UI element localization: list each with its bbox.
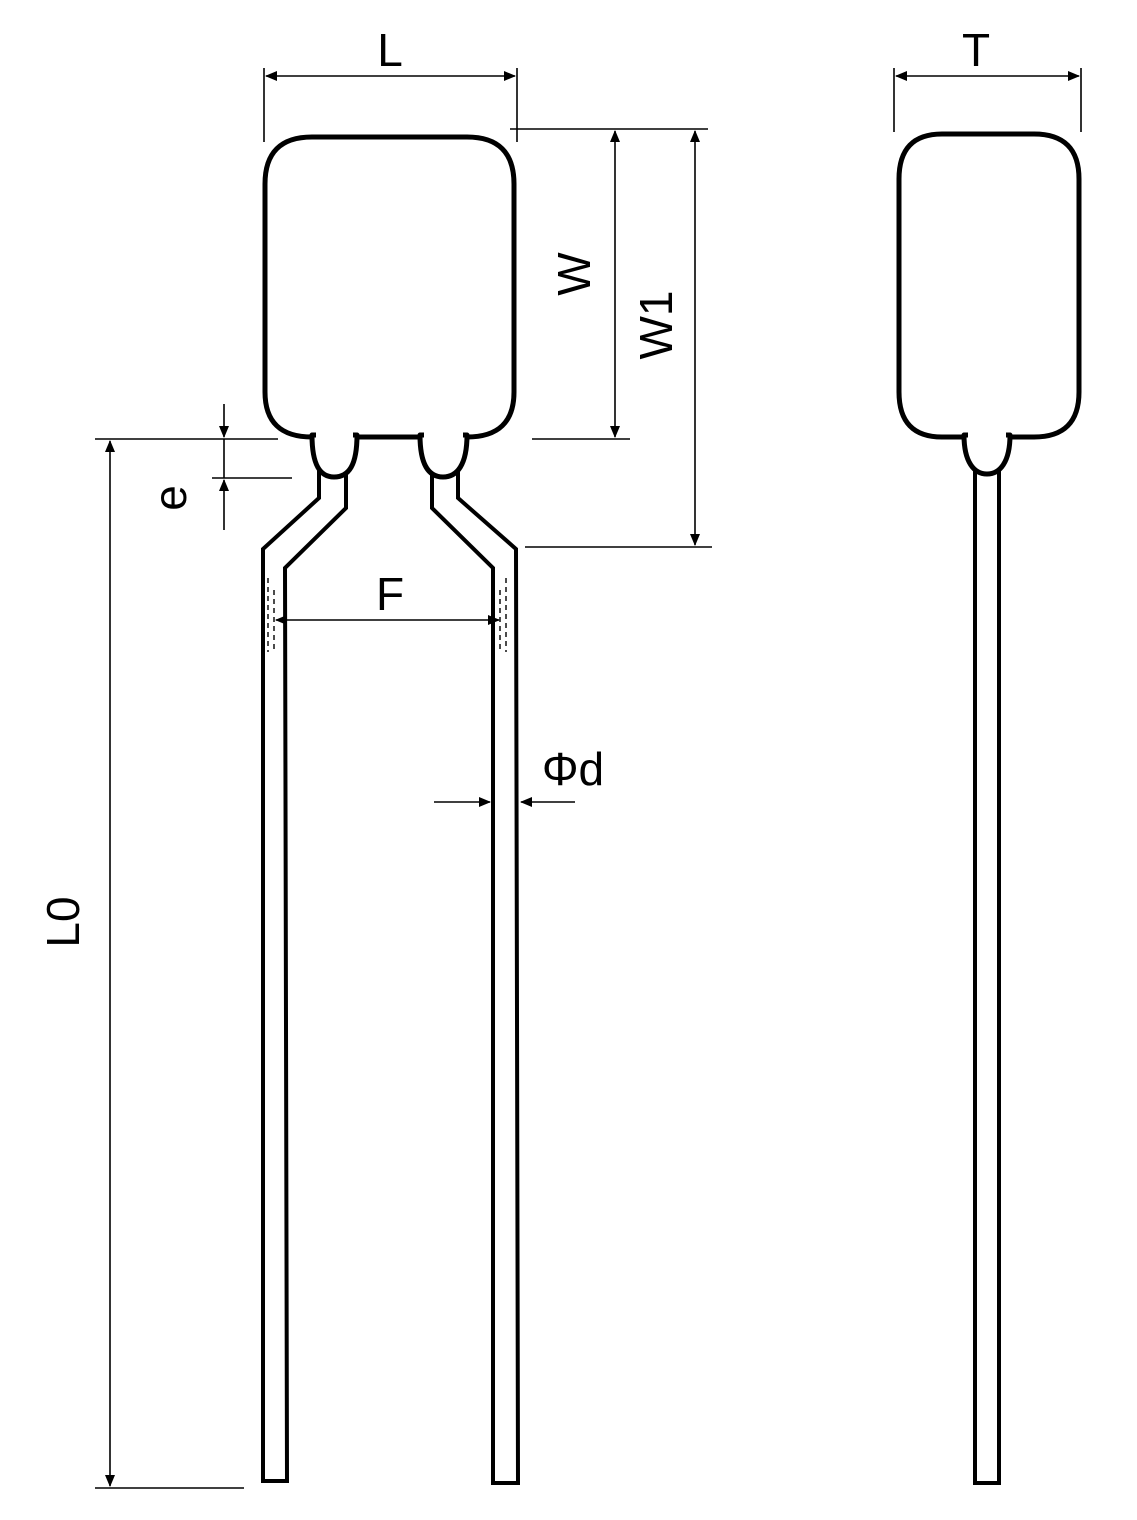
label-T: T [962,24,990,76]
dimension-F: F [275,568,500,625]
dimension-W1: W1 [525,130,712,548]
left-lead [261,468,348,1483]
dimension-L0: L0 [37,440,244,1489]
label-phi-d: Φd [542,743,604,795]
dimension-e: e [95,404,292,530]
label-W1: W1 [630,291,682,360]
side-lead [973,468,1001,1485]
side-solder-bulb [961,432,1013,477]
label-W: W [548,252,600,296]
side-body [896,131,1082,440]
label-F: F [376,568,404,620]
dimension-W: W [510,128,708,440]
label-e: e [144,485,196,511]
dimension-phi-d: Φd [434,743,604,807]
right-lead [430,468,521,1485]
capacitor-body [262,134,517,440]
dimension-T: T [893,24,1082,132]
dimension-L: L [263,24,518,142]
front-view [261,134,521,1485]
label-L0: L0 [37,896,89,947]
left-solder-bulb [309,432,360,480]
side-view [896,131,1082,1485]
right-solder-bulb [417,432,470,480]
label-L: L [377,24,403,76]
